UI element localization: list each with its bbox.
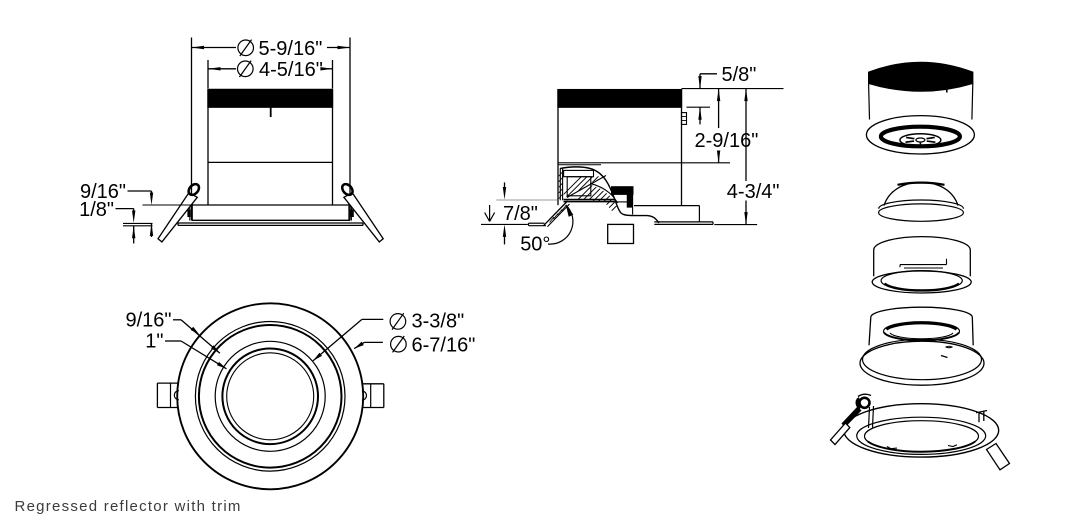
svg-text:1": 1" [145,331,163,353]
svg-text:5/8": 5/8" [722,64,757,86]
svg-text:5-9/16": 5-9/16" [259,38,323,60]
svg-text:9/16": 9/16" [125,310,171,332]
svg-text:9/16": 9/16" [80,181,126,203]
svg-text:7/8": 7/8" [503,203,538,225]
svg-text:3-3/8": 3-3/8" [412,310,465,332]
svg-text:4-3/4": 4-3/4" [727,181,780,203]
svg-text:2-9/16": 2-9/16" [695,130,759,152]
svg-text:6-7/16": 6-7/16" [412,335,476,357]
svg-text:Regressed reflector with trim: Regressed reflector with trim [15,498,242,515]
svg-text:50°: 50° [520,234,550,256]
svg-text:1/8": 1/8" [79,199,114,221]
svg-text:4-5/16": 4-5/16" [259,59,323,81]
